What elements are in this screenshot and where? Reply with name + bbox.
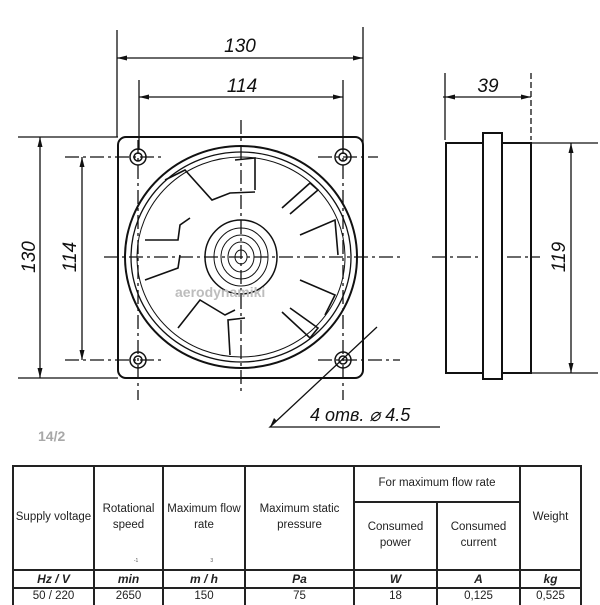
header-consumed-power: Consumed power [353, 501, 438, 571]
holes-note: 4 отв. ⌀ 4.5 [310, 405, 411, 425]
value-cell: 50 / 220 [12, 587, 95, 605]
dim-height-body: 119 [549, 241, 570, 272]
fan-technical-drawing: 130 114 39 130 114 119 4 отв. ⌀ 4.5 aero… [18, 27, 598, 428]
header-rotational-speed: Rotational speed-1 [93, 465, 164, 571]
value-cell: 75 [244, 587, 355, 605]
header-supply-voltage: Supply voltage [12, 465, 95, 571]
unit-cell: min [93, 568, 164, 590]
unit-cell: W [353, 568, 438, 590]
header-max-static-pressure: Maximum static pressure [244, 465, 355, 571]
side-view [445, 132, 598, 380]
header-weight: Weight [519, 465, 582, 571]
units-row: Hz / V min m / h Pa W A kg [12, 568, 582, 590]
header-group-max-flow: For maximum flow rate [353, 465, 521, 503]
unit-cell: A [436, 568, 521, 590]
table-row: 50 / 220 2650 150 75 18 0,125 0,525 [12, 587, 582, 605]
fan-blades [144, 157, 339, 356]
dim-height-holes: 114 [60, 242, 81, 272]
header-consumed-current: Consumed current [436, 501, 521, 571]
watermark: aerodynamiki [175, 284, 265, 300]
dim-height-outer: 130 [19, 241, 40, 273]
value-cell: 18 [353, 587, 438, 605]
dim-width-holes: 114 [227, 76, 257, 97]
unit-cell: Hz / V [12, 568, 95, 590]
unit-cell: m / h [162, 568, 246, 590]
unit-cell: Pa [244, 568, 355, 590]
dim-width-outer: 130 [224, 36, 256, 57]
specifications-table: Supply voltage Rotational speed-1 Maximu… [12, 465, 582, 605]
value-cell: 0,525 [519, 587, 582, 605]
figure-number: 14/2 [38, 428, 66, 444]
unit-cell: kg [519, 568, 582, 590]
dim-depth: 39 [477, 76, 499, 97]
value-cell: 2650 [93, 587, 164, 605]
value-cell: 0,125 [436, 587, 521, 605]
value-cell: 150 [162, 587, 246, 605]
